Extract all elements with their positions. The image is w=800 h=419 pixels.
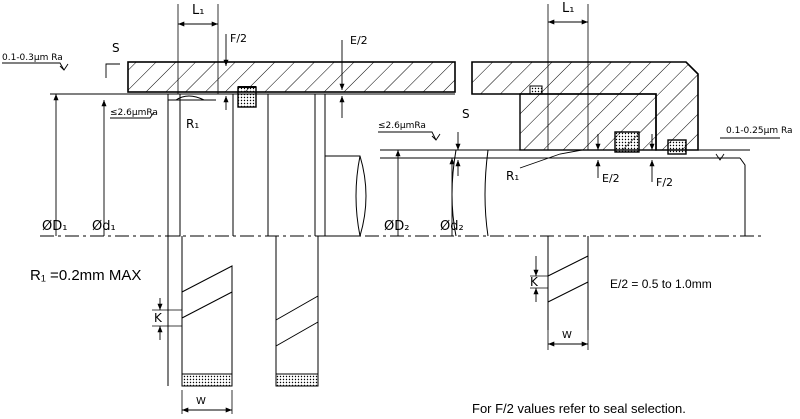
label-d1-big: ØD₁: [42, 219, 67, 234]
label-ra-left-bottom: ≤2.6μmRa: [110, 108, 158, 118]
note-e2: E/2 = 0.5 to 1.0mm: [610, 277, 712, 291]
left-seal-ring: [237, 86, 257, 108]
dimension-labels: L₁ F/2 E/2 S 0.1-0.3μm Ra ≤2.6μmRa R₁ ØD…: [2, 1, 793, 407]
note-r1: R₁ =0.2mm MAX: [30, 267, 141, 284]
label-s-left: S: [112, 41, 120, 55]
label-w-right: W: [562, 330, 572, 341]
left-piston-assembly: [2, 4, 456, 414]
label-k-left: K: [154, 311, 163, 325]
right-rod-gland-assembly: [378, 4, 780, 350]
label-s-right: S: [462, 107, 470, 121]
right-seal-1: [529, 85, 543, 95]
label-r1-left: R₁: [186, 117, 199, 131]
label-k-right: K: [530, 275, 539, 289]
left-w-band-2: [275, 373, 319, 387]
label-e2-right: E/2: [602, 172, 620, 185]
label-d2-small: Ød₂: [440, 219, 464, 234]
left-piston-body: [167, 93, 181, 237]
notes: R₁ =0.2mm MAX E/2 = 0.5 to 1.0mm For F/2…: [30, 267, 712, 416]
label-f2-right: F/2: [656, 176, 673, 189]
right-seal-3: [667, 139, 687, 155]
right-seal-2: [614, 131, 640, 153]
label-l1-right: L₁: [562, 1, 574, 16]
left-w-band: [181, 373, 233, 387]
label-w-left: W: [196, 396, 206, 407]
label-l1-left: L₁: [192, 3, 204, 18]
label-ra-right-rod: 0.1-0.25μm Ra: [726, 126, 793, 136]
label-ra-left-top: 0.1-0.3μm Ra: [2, 53, 63, 63]
label-d2-big: ØD₂: [384, 219, 409, 234]
label-r1-right: R₁: [506, 169, 519, 183]
label-e2-top: E/2: [350, 34, 368, 47]
label-f2-top: F/2: [230, 32, 247, 45]
label-ra-right-bore: ≤2.6μmRa: [378, 121, 426, 131]
note-f2: For F/2 values refer to seal selection.: [472, 401, 686, 416]
label-d1-small: Ød₁: [92, 219, 116, 234]
left-housing-hatch: [127, 61, 456, 93]
